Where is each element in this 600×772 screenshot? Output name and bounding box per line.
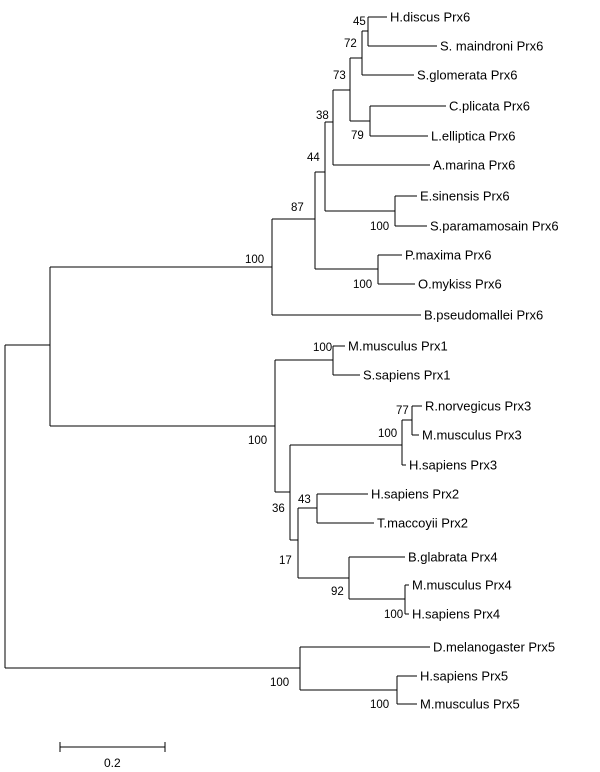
bootstrap-value: 100 bbox=[378, 428, 397, 440]
taxon-label: M.musculus Prx4 bbox=[412, 578, 512, 593]
bootstrap-value: 100 bbox=[370, 221, 389, 233]
taxon-label: R.norvegicus Prx3 bbox=[425, 399, 531, 414]
branches bbox=[4, 16, 446, 705]
bootstrap-value: 36 bbox=[272, 503, 285, 515]
taxon-label: H.sapiens Prx3 bbox=[409, 458, 497, 473]
bootstrap-value: 44 bbox=[307, 152, 320, 164]
bootstrap-value: 100 bbox=[270, 677, 289, 689]
bootstrap-values: 45 72 73 79 38 44 100 87 100 100 100 77 … bbox=[245, 16, 409, 711]
taxon-label: H.sapiens Prx4 bbox=[412, 607, 500, 622]
taxon-label: A.marina Prx6 bbox=[433, 158, 515, 173]
bootstrap-value: 92 bbox=[331, 586, 344, 598]
taxon-label: C.plicata Prx6 bbox=[449, 99, 530, 114]
taxon-label: L.elliptica Prx6 bbox=[431, 129, 516, 144]
taxon-label: B.pseudomallei Prx6 bbox=[424, 308, 543, 323]
scale-bar-label: 0.2 bbox=[104, 756, 121, 770]
taxon-label: H.discus Prx6 bbox=[390, 10, 470, 25]
bootstrap-value: 38 bbox=[316, 110, 329, 122]
taxon-label: M.musculus Prx5 bbox=[420, 697, 520, 712]
scale-bar: 0.2 bbox=[59, 742, 166, 770]
taxon-label: S.sapiens Prx1 bbox=[363, 368, 450, 383]
bootstrap-value: 100 bbox=[248, 435, 267, 447]
taxon-label: E.sinensis Prx6 bbox=[420, 189, 510, 204]
bootstrap-value: 45 bbox=[353, 16, 366, 28]
bootstrap-value: 77 bbox=[396, 405, 409, 417]
taxon-label: S.glomerata Prx6 bbox=[417, 68, 517, 83]
taxon-label: T.maccoyii Prx2 bbox=[377, 516, 468, 531]
bootstrap-value: 43 bbox=[298, 494, 311, 506]
taxon-label: M.musculus Prx1 bbox=[348, 339, 448, 354]
taxon-labels: H.discus Prx6 S. maindroni Prx6 S.glomer… bbox=[348, 10, 559, 712]
bootstrap-value: 100 bbox=[313, 342, 332, 354]
bootstrap-value: 100 bbox=[370, 699, 389, 711]
taxon-label: P.maxima Prx6 bbox=[405, 248, 491, 263]
taxon-label: S. maindroni Prx6 bbox=[440, 39, 543, 54]
bootstrap-value: 100 bbox=[353, 279, 372, 291]
taxon-label: M.musculus Prx3 bbox=[422, 428, 522, 443]
taxon-label: H.sapiens Prx5 bbox=[420, 669, 508, 684]
taxon-label: O.mykiss Prx6 bbox=[418, 277, 502, 292]
taxon-label: S.paramamosain Prx6 bbox=[430, 219, 559, 234]
bootstrap-value: 17 bbox=[279, 555, 292, 567]
bootstrap-value: 100 bbox=[384, 609, 403, 621]
bootstrap-value: 72 bbox=[344, 38, 357, 50]
bootstrap-value: 79 bbox=[351, 130, 364, 142]
taxon-label: D.melanogaster Prx5 bbox=[433, 640, 555, 655]
bootstrap-value: 100 bbox=[245, 254, 264, 266]
taxon-label: H.sapiens Prx2 bbox=[371, 487, 459, 502]
taxon-label: B.glabrata Prx4 bbox=[408, 550, 498, 565]
bootstrap-value: 73 bbox=[333, 70, 346, 82]
bootstrap-value: 87 bbox=[291, 202, 304, 214]
